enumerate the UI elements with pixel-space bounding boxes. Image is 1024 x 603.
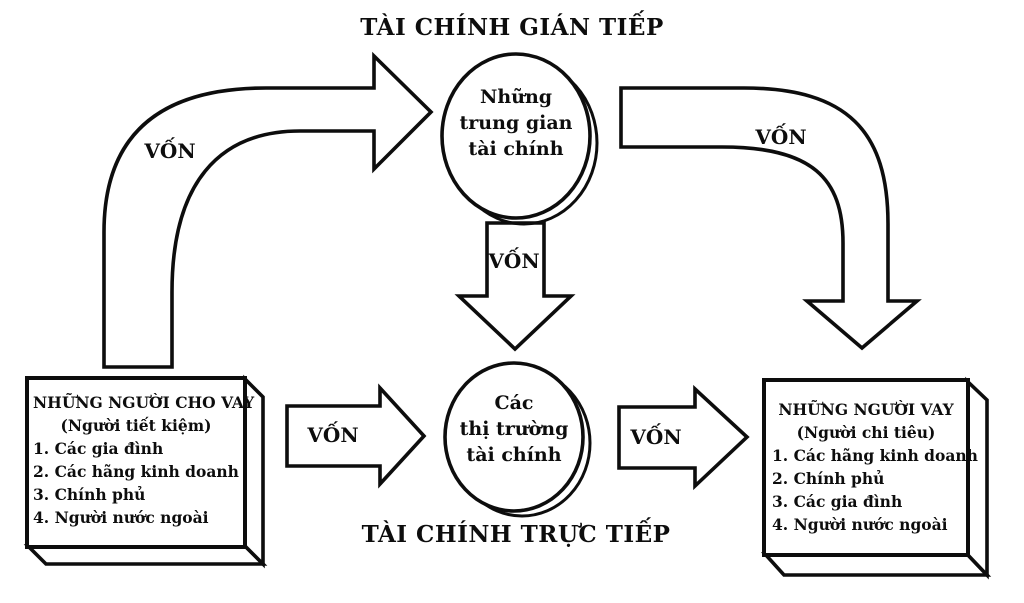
intermediaries-node-line: tài chính — [468, 138, 564, 160]
intermediaries-node-circle — [440, 52, 592, 220]
lenders-box-item: 1. Các gia đình — [33, 439, 164, 458]
funds-arrow-lenders-to-markets — [285, 383, 427, 489]
lenders-box-title: NHỮNG NGƯỜI CHO VAY — [33, 393, 255, 412]
borrowers-box-title: NHỮNG NGƯỜI VAY — [778, 400, 954, 419]
indirect-finance-title: TÀI CHÍNH GIÁN TIẾP — [360, 14, 664, 41]
markets-node-line: Các — [494, 392, 534, 414]
lenders-box-item: 3. Chính phủ — [33, 485, 146, 504]
funds-arrow-markets-to-borrowers — [617, 384, 750, 491]
borrowers-box-content: NHỮNG NGƯỜI VAY (Người chi tiêu) 1. Các … — [772, 398, 978, 536]
funds-label-left-curve: VỐN — [144, 139, 196, 163]
funds-label-right-horizontal: VỐN — [630, 425, 682, 449]
direct-finance-title: TÀI CHÍNH TRỰC TIẾP — [361, 521, 671, 548]
funds-arrow-intermediaries-to-markets — [454, 221, 576, 352]
intermediaries-node-label: Những trung gian tài chính — [460, 84, 573, 162]
borrowers-box-item: 4. Người nước ngoài — [772, 515, 948, 534]
borrowers-box-item: 3. Các gia đình — [772, 492, 903, 511]
intermediaries-node-line: Những — [479, 86, 553, 108]
borrowers-box-item: 1. Các hãng kinh doanh — [772, 446, 978, 465]
markets-node-label: Các thị trường tài chính — [460, 390, 569, 468]
funds-label-left-horizontal: VỐN — [307, 423, 359, 447]
lenders-box-item: 4. Người nước ngoài — [33, 508, 209, 527]
borrowers-box-front — [762, 378, 970, 557]
funds-arrow-intermediaries-to-borrowers — [619, 86, 922, 351]
borrowers-box-item: 2. Chính phủ — [772, 469, 885, 488]
lenders-box-front — [25, 376, 247, 549]
lenders-box-subtitle: (Người tiết kiệm) — [60, 416, 212, 435]
funds-label-middle-down: VỐN — [488, 249, 540, 273]
funds-label-right-curve: VỐN — [755, 125, 807, 149]
intermediaries-node-line: trung gian — [459, 112, 573, 134]
markets-node-line: thị trường — [459, 418, 569, 440]
borrowers-box-subtitle: (Người chi tiêu) — [796, 423, 936, 442]
lenders-box-item: 2. Các hãng kinh doanh — [33, 462, 239, 481]
lenders-box-content: NHỮNG NGƯỜI CHO VAY (Người tiết kiệm) 1.… — [33, 391, 255, 529]
markets-node-line: tài chính — [466, 444, 562, 466]
borrowers-box-bottom-side — [760, 552, 992, 577]
funds-arrow-lenders-to-intermediaries — [102, 51, 434, 369]
markets-node-circle — [443, 361, 585, 513]
